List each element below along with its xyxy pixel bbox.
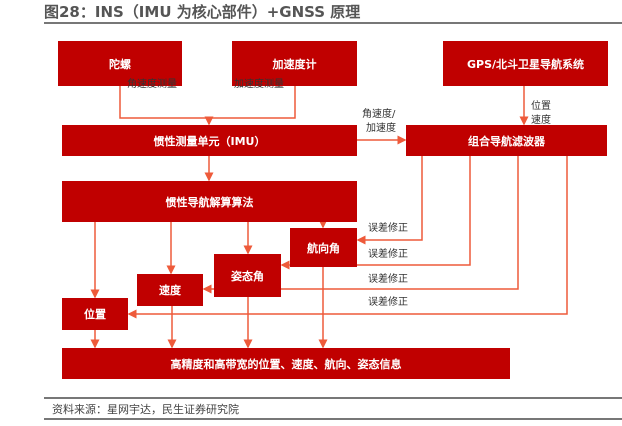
position-box: 位置 (62, 298, 128, 330)
accel-meas-label: 加速度测量 (234, 79, 284, 90)
correction-label: 误差修正 (368, 223, 408, 234)
footer-divider-top (44, 397, 622, 399)
imu-box: 惯性测量单元（IMU） (62, 125, 357, 156)
attitude-box: 姿态角 (214, 254, 281, 297)
correction-label: 误差修正 (368, 297, 408, 308)
imu-output-label-1: 角速度/ (362, 109, 396, 120)
velocity-box: 速度 (137, 274, 203, 306)
figure-title: 图28：INS（IMU 为核心部件）+GNSS 原理 (44, 3, 361, 21)
correction-position (127, 156, 568, 319)
gnss-velocity-label: 速度 (531, 115, 551, 126)
filter-box: 组合导航滤波器 (406, 125, 607, 156)
footer-divider-bottom (44, 418, 622, 420)
angular-rate-label: 角速度测量 (127, 79, 177, 90)
accelerometer-box: 加速度计 (232, 41, 357, 86)
output-box: 高精度和高带宽的位置、速度、航向、姿态信息 (62, 348, 510, 379)
gnss-position-label: 位置 (531, 101, 551, 112)
gyro-box: 陀螺 (58, 41, 182, 86)
correction-label: 误差修正 (368, 249, 408, 260)
title-divider (44, 22, 622, 24)
imu-output-label-2: 加速度 (366, 123, 396, 134)
correction-heading (356, 156, 423, 245)
heading-box: 航向角 (290, 228, 357, 267)
algorithm-box: 惯性导航解算算法 (62, 181, 357, 222)
gnss-box: GPS/北斗卫星导航系统 (443, 41, 608, 86)
correction-label: 误差修正 (368, 274, 408, 285)
source-note: 资料来源：星网宇达，民生证券研究院 (52, 403, 239, 416)
correction-velocity (202, 156, 519, 294)
